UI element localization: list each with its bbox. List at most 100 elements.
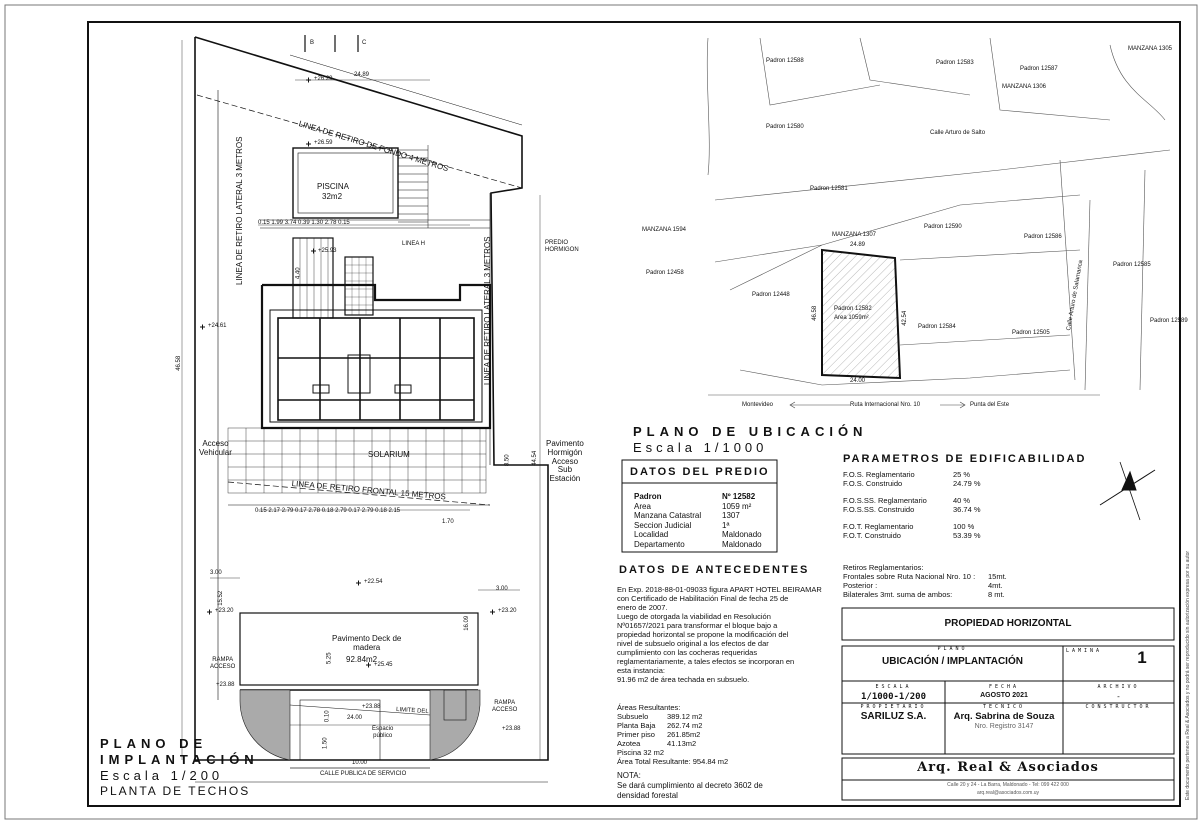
dim-bottom-outer: 10.00 bbox=[352, 760, 368, 766]
antecedentes-line: enero de 2007. bbox=[617, 603, 668, 612]
area-value: 41.13m2 bbox=[667, 739, 697, 748]
level-marker: +26.29 bbox=[314, 76, 333, 82]
escala-value: 1/1000-1/200 bbox=[860, 692, 927, 702]
datos-value: Maldonado bbox=[722, 530, 762, 539]
level-marker: +22.54 bbox=[364, 579, 383, 585]
archivo-label: ARCHIVO bbox=[1097, 684, 1140, 690]
firm-name: Arq. Real & Asociados bbox=[917, 760, 1099, 775]
dim-bottom-inner: 24.00 bbox=[347, 715, 363, 721]
antecedentes-line: 91.96 m2 de área techada en subsuelo. bbox=[617, 675, 750, 684]
linea-h-label: LINEA H bbox=[402, 241, 426, 247]
antecedentes-line: propiedad horizontal se propone la modif… bbox=[617, 630, 789, 639]
antecedentes-line: En Exp. 2018-88-01-09033 figura APART HO… bbox=[617, 585, 822, 594]
retiro-key: Bilaterales 3mt. suma de ambos: bbox=[843, 590, 953, 599]
pavimento-hormigon-label: Pavimento Hormigón Acceso Sub Estación bbox=[546, 439, 584, 484]
level-marker: +23.88 bbox=[502, 726, 521, 732]
implantation-plan bbox=[181, 35, 549, 783]
antecedentes-line: cumplimiento con las cocheras requeridas bbox=[617, 648, 758, 657]
datos-key: Seccion Judicial bbox=[634, 520, 692, 530]
area-key: Subsuelo bbox=[617, 712, 649, 721]
antecedentes-line: Luego de otorgada la viabilidad en Resol… bbox=[617, 612, 771, 621]
area-key: Planta Baja bbox=[617, 721, 656, 730]
datos-row: Manzana Catastral 1307 bbox=[634, 511, 762, 521]
param-key: F.O.T. Construido bbox=[843, 530, 901, 540]
parcel-label: Padron 12505 bbox=[1012, 330, 1050, 336]
calle-label: CALLE PUBLICA DE SERVICIO bbox=[320, 771, 407, 777]
param-row: F.O.S. Construido 24.79 % bbox=[843, 478, 981, 489]
param-value: 36.74 % bbox=[953, 504, 981, 514]
dim-top: 24.89 bbox=[354, 72, 370, 78]
north-arrow-icon bbox=[1099, 461, 1156, 521]
parcel-label: Padron 12587 bbox=[1020, 66, 1058, 72]
area-value: 261.85m2 bbox=[667, 730, 701, 739]
tecnico-registro: Nro. Registro 3147 bbox=[974, 723, 1034, 730]
manzana-label: MANZANA 1307 bbox=[832, 232, 877, 238]
retiro-key: Frontales sobre Ruta Nacional Nro. 10 : bbox=[843, 572, 976, 581]
street-label: Calle Arturo de Salto bbox=[930, 130, 986, 136]
area-value: 262.74 m2 bbox=[667, 721, 703, 730]
antecedentes-line: esta instancia: bbox=[617, 666, 665, 675]
retiros-heading: Retiros Reglamentarios: bbox=[843, 563, 924, 572]
parcel-label: Padron 12458 bbox=[646, 270, 684, 276]
main-parcel-area: Area 1059m² bbox=[834, 315, 869, 321]
param-value: 53.39 % bbox=[953, 530, 981, 540]
level-marker: +26.59 bbox=[314, 140, 333, 146]
antecedentes-line: con Certificado de Habilitación Final de… bbox=[617, 594, 789, 603]
param-value: 25 % bbox=[953, 470, 971, 479]
constructor-label: CONSTRUCTOR bbox=[1085, 704, 1152, 710]
dim-525: 5.25 bbox=[326, 652, 333, 665]
level-marker: +23.20 bbox=[215, 608, 234, 614]
param-row: F.O.T. Construido 53.39 % bbox=[843, 530, 981, 541]
retiro-lateral-left-label: LINEA DE RETIRO LATERAL 3 METROS bbox=[235, 136, 244, 285]
dim-440: 4.40 bbox=[295, 267, 302, 280]
section-c: C bbox=[362, 40, 367, 46]
dim-010: 0.10 bbox=[324, 710, 331, 723]
antecedentes-line: Nº01657/2021 para transformar el bloque … bbox=[617, 621, 778, 630]
location-map bbox=[706, 37, 1171, 396]
acceso-vehicular-label: Acceso Vehicular bbox=[199, 439, 232, 457]
retiro-value: 8 mt. bbox=[988, 590, 1005, 599]
piscina-area: 32m2 bbox=[322, 192, 343, 201]
datos-value: Nº 12582 bbox=[722, 492, 756, 501]
parametros-heading: PARAMETROS DE EDIFICABILIDAD bbox=[843, 453, 1087, 465]
param-key: F.O.S. Construido bbox=[843, 478, 903, 488]
datos-predio-heading: DATOS DEL PREDIO bbox=[630, 466, 770, 478]
parcel-label: Padron 12583 bbox=[936, 60, 974, 66]
plano-label: PLANO bbox=[937, 646, 968, 652]
param-row: F.O.S. Reglamentario 25 % bbox=[843, 470, 981, 480]
main-parcel-number: Padron 12582 bbox=[834, 306, 872, 312]
dim-left-3: 3.00 bbox=[210, 570, 222, 576]
dim-row1: 0.15 1.99 3.74 0.39 1.30 2.78 0.15 bbox=[258, 220, 350, 226]
dim-850: 8.50 bbox=[504, 454, 511, 467]
implantacion-scale: Escala 1/200 bbox=[100, 768, 224, 783]
param-value: 40 % bbox=[953, 496, 971, 505]
level-marker: +23.20 bbox=[498, 608, 517, 614]
tecnico-label: TECNICO bbox=[982, 704, 1026, 710]
punta-label: Punta del Este bbox=[970, 402, 1010, 408]
param-key: F.O.S. Reglamentario bbox=[843, 470, 915, 479]
area-row: Subsuelo 389.12 m2 bbox=[617, 712, 728, 721]
archivo-value: - bbox=[1117, 692, 1120, 701]
footer-email: arq.real@asociados.com.uy bbox=[976, 790, 1040, 796]
escala-label: ESCALA bbox=[875, 684, 912, 690]
datos-key: Manzana Catastral bbox=[634, 511, 702, 520]
param-value: 24.79 % bbox=[953, 478, 981, 488]
retiro-value: 15mt. bbox=[988, 572, 1007, 581]
parcel-label: Padron 12588 bbox=[766, 58, 804, 64]
ubicacion-title: PLANO DE UBICACIÓN bbox=[633, 424, 868, 439]
level-marker: +24.61 bbox=[208, 323, 227, 329]
propietario-label: PROPIETARIO bbox=[860, 704, 927, 710]
retiro-row: Posterior :4mt. bbox=[843, 581, 1007, 590]
antecedentes-line: reglamentariamente, a tales efectos se i… bbox=[617, 657, 795, 666]
area-value: 389.12 m2 bbox=[667, 712, 703, 721]
tecnico-value: Arq. Sabrina de Souza bbox=[953, 711, 1055, 722]
datos-value: 1307 bbox=[722, 511, 740, 520]
